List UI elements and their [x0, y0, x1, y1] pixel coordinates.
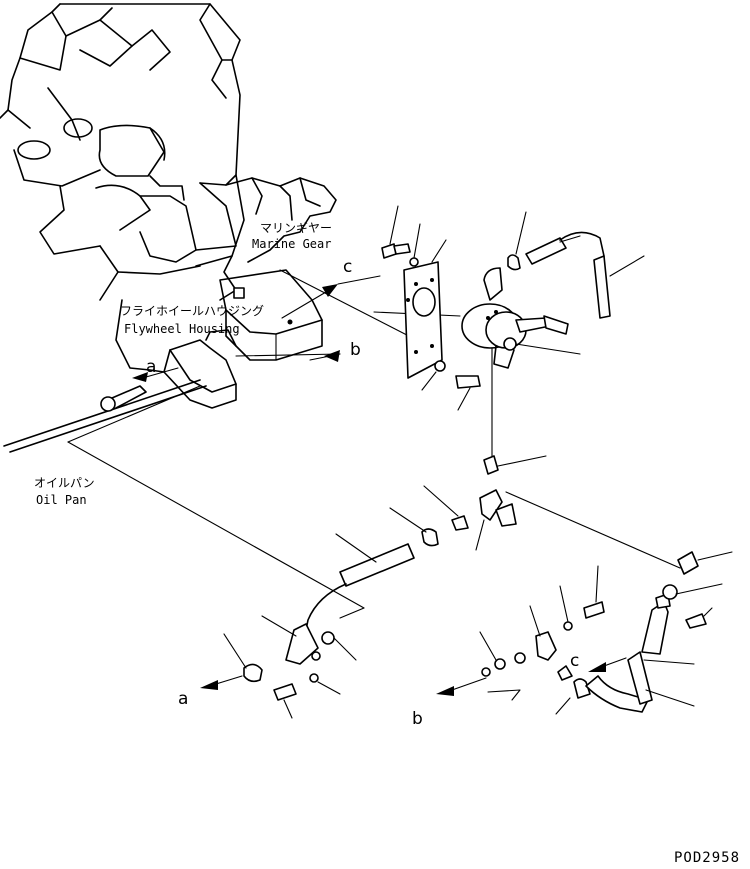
middle-fittings	[303, 485, 517, 641]
callout-b-upper: b	[350, 340, 361, 360]
flywheel-housing-label-en: Flywheel Housing	[124, 322, 240, 336]
marine-gear-label-jp: マリンギヤー	[260, 221, 332, 235]
callout-c-upper: c	[343, 257, 352, 277]
callout-b-lower: b	[412, 709, 423, 729]
drawing-code: POD2958	[674, 850, 740, 866]
marine-gear-label-en: Marine Gear	[252, 237, 331, 251]
small-parts-upper	[381, 205, 645, 475]
oil-pan-label-en: Oil Pan	[36, 493, 87, 507]
hand-pump	[461, 267, 569, 369]
oil-pan-label-jp: オイルパン	[34, 476, 95, 490]
lower-right-parts	[436, 551, 733, 715]
flywheel-housing-label-jp: フライホイールハウジング	[120, 304, 264, 318]
callout-a-upper: a	[146, 357, 156, 377]
gasket-plate	[403, 261, 443, 379]
callout-arrows-upper	[132, 275, 381, 382]
callout-c-lower: c	[570, 651, 579, 671]
callout-a-lower: a	[178, 689, 188, 709]
text-labels: マリンギヤー Marine Gear フライホイールハウジング Flywheel…	[34, 221, 740, 866]
lower-left-parts	[200, 615, 357, 719]
